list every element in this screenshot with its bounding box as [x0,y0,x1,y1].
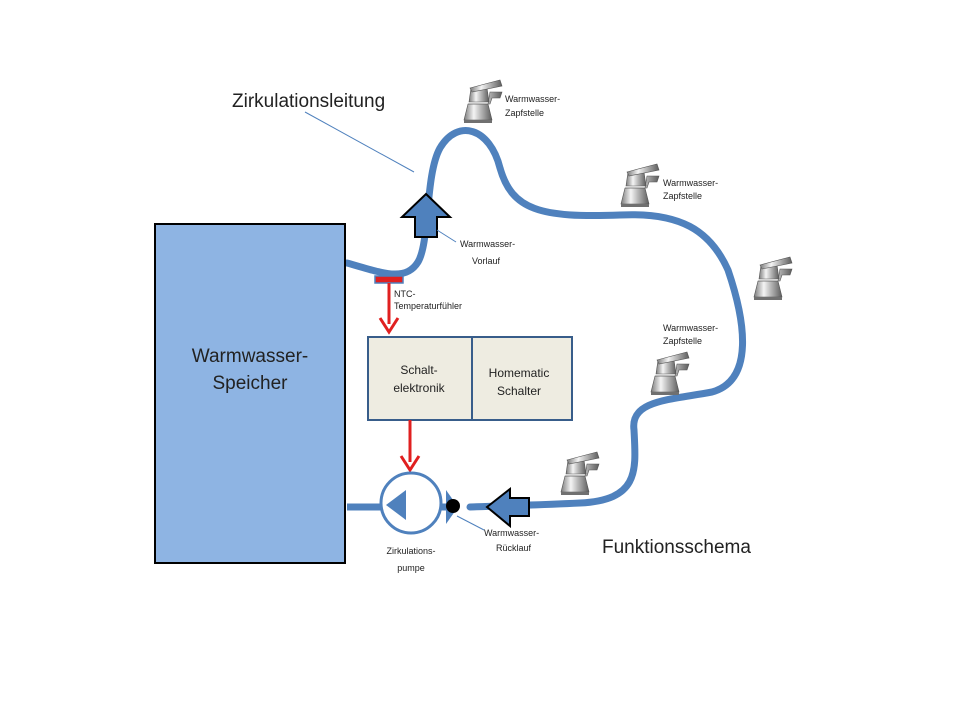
pump-label-line2: pumpe [397,563,425,573]
faucet-icon [620,163,660,208]
control-signal-arrowhead [399,455,421,473]
sensor-label-line1: NTC- [394,289,416,299]
supply-label-line2: Vorlauf [472,256,501,266]
pump-direction-triangle [386,490,406,520]
ntc-sensor [374,275,404,284]
faucet-icon [753,256,793,301]
tank-label-line1: Warmwasser- [192,346,308,367]
switch-label-line2: Schalter [497,384,541,398]
faucet-icon [650,351,690,396]
hot-water-tank [154,223,346,564]
return-label-line2: Rücklauf [496,543,532,553]
control-electronics-box [367,336,473,421]
sensor-label-line2: Temperaturfühler [394,301,462,311]
tap1-label-line2: Zapfstelle [505,108,544,118]
circulation-line-label: Zirkulationsleitung [232,91,385,112]
circulation-leader-line [304,111,415,173]
supply-leader-line [436,229,457,243]
tank-label-line2: Speicher [213,373,289,394]
circulation-pump [379,471,443,535]
control-label-line2: elektronik [393,381,445,395]
tap3-label-line2: Zapfstelle [663,336,702,346]
pump-label-line1: Zirkulations- [386,546,435,556]
tap2-label-line1: Warmwasser- [663,178,718,188]
return-leader-line [456,515,485,531]
switch-label-line1: Homematic [489,366,550,380]
schema-title: Funktionsschema [602,537,751,558]
check-valve-ball [446,499,460,513]
faucet-icon [463,79,503,124]
homematic-switch-box [471,336,573,421]
supply-flow-arrow [399,192,453,238]
return-label-line1: Warmwasser- [484,528,539,538]
tap1-label-line1: Warmwasser- [505,94,560,104]
tap2-label-line2: Zapfstelle [663,191,702,201]
return-flow-arrow [485,486,530,529]
circulation-pipe [343,127,747,511]
supply-label-line1: Warmwasser- [460,239,515,249]
faucet-icon [560,451,600,496]
control-label-line1: Schalt- [400,363,437,377]
sensor-signal-arrowhead [378,317,400,335]
tap3-label-line1: Warmwasser- [663,323,718,333]
